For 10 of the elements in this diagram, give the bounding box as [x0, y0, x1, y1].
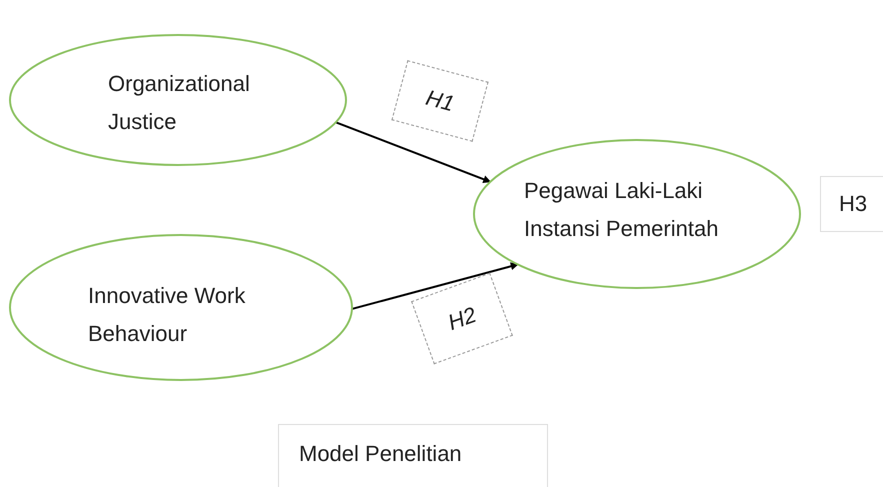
text-label: Model Penelitian: [278, 424, 548, 487]
arrow: [335, 121, 492, 184]
node-text: Organizational Justice: [108, 70, 251, 136]
ellipse-node: [10, 35, 346, 165]
ellipse-node: [10, 235, 352, 380]
node-text: Pegawai Laki-Laki Instansi Pemerintah: [524, 177, 720, 243]
ellipse-node: [474, 140, 800, 288]
arrow: [352, 262, 519, 310]
node-text: Innovative Work Behaviour: [88, 282, 246, 348]
text-label: H3: [820, 176, 883, 232]
